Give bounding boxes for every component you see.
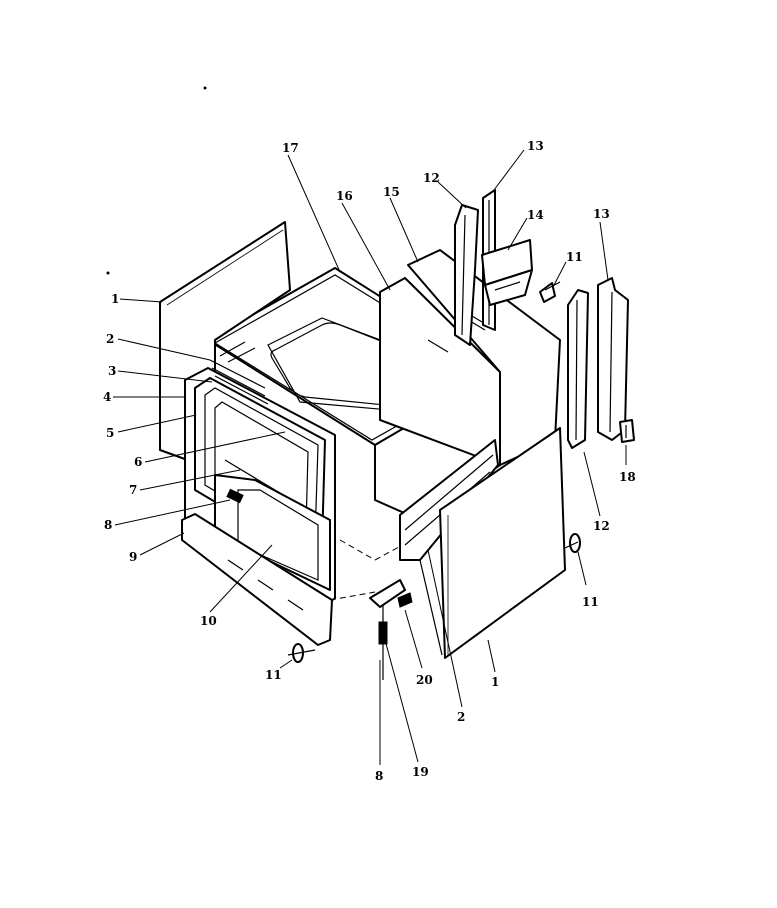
leader-11-right	[577, 551, 587, 586]
upright-edge	[461, 214, 466, 336]
callout-labels: 17 16 15 12 13 14 11 13 18 12 11 1 2 3 4…	[103, 139, 636, 783]
stray-dot	[203, 86, 207, 90]
upright-edge	[609, 291, 613, 433]
leader-9	[139, 532, 185, 556]
leader-1-right	[487, 639, 496, 673]
burner-assembly-parts-2-3	[209, 341, 269, 405]
broiler-door-part-10	[214, 474, 331, 591]
side-panel-flange	[166, 229, 284, 306]
burner-tube	[209, 359, 266, 389]
bracket-part-20	[397, 592, 413, 608]
callout-1-left: 1	[111, 292, 119, 306]
leader-13	[493, 149, 525, 191]
leader-20	[404, 609, 423, 669]
back-bracket-lower	[484, 269, 533, 306]
callout-11-rear: 11	[566, 250, 583, 264]
callout-17: 17	[282, 141, 299, 155]
leader-11-front	[279, 659, 293, 669]
callout-2: 2	[106, 332, 114, 346]
leader-17	[287, 154, 341, 273]
upright-edge	[575, 299, 578, 441]
hidden-edge	[339, 539, 376, 561]
callout-9: 9	[129, 550, 137, 564]
leader-15	[389, 197, 419, 263]
leader-10	[209, 544, 273, 613]
burner-tube	[227, 347, 256, 363]
callout-2-bottom: 2	[457, 710, 465, 724]
burner-tube	[211, 367, 266, 397]
stray-dot	[106, 271, 110, 275]
leader-12	[437, 181, 467, 209]
callout-3: 3	[108, 364, 116, 378]
callout-12-top: 12	[423, 171, 440, 185]
callout-1-right: 1	[491, 675, 499, 689]
rail-edge	[404, 454, 494, 531]
callout-11-front: 11	[265, 668, 282, 682]
kick-panel-slot	[227, 559, 244, 571]
clip-part-18	[619, 419, 635, 443]
callout-7: 7	[129, 483, 137, 497]
callout-15: 15	[383, 185, 400, 199]
bracket-slot	[494, 281, 521, 291]
leader-11-rear	[552, 261, 567, 288]
corner-bracket	[369, 579, 406, 608]
leader-6	[144, 431, 286, 463]
leveling-leg-part-11-right	[564, 533, 581, 553]
leveler-part-19	[378, 621, 388, 645]
burner-tube	[219, 341, 246, 357]
rear-upright-part-12	[454, 204, 479, 346]
leader-16	[341, 202, 391, 291]
leader-19	[384, 639, 419, 763]
callout-13-right: 13	[593, 207, 610, 221]
door-hinge-part-8	[226, 488, 244, 504]
leader-14	[507, 217, 528, 251]
broiler-door-inset	[237, 489, 319, 581]
callout-8-left: 8	[104, 518, 112, 532]
leader-12-right	[583, 451, 601, 517]
leader-lines	[113, 149, 627, 765]
leader-2	[117, 338, 211, 361]
leader-2-bottom	[427, 549, 463, 708]
leader-1-left	[119, 298, 163, 303]
callout-6: 6	[134, 455, 142, 469]
side-upright-part-12	[567, 289, 589, 449]
right-side-panel-1	[439, 427, 566, 659]
leader-7	[139, 469, 241, 491]
callout-16: 16	[336, 189, 353, 203]
leader-8-left	[114, 499, 231, 526]
leader-3	[117, 370, 213, 383]
leg-stem	[564, 541, 579, 549]
leader-5	[117, 414, 197, 433]
rear-panel-slot	[427, 339, 449, 353]
leg-stem	[544, 281, 561, 291]
callout-14: 14	[527, 208, 544, 222]
callout-11-right: 11	[582, 595, 599, 609]
callout-12-right: 12	[593, 519, 610, 533]
kick-panel-slot	[257, 579, 274, 591]
callout-19: 19	[412, 765, 429, 779]
callout-20: 20	[416, 673, 433, 687]
callout-10: 10	[200, 614, 217, 628]
leader-13-right	[599, 221, 609, 281]
callout-18: 18	[619, 470, 636, 484]
leveling-leg-part-11-rear	[539, 281, 561, 303]
callout-8-bottom: 8	[375, 769, 383, 783]
callout-5: 5	[106, 426, 114, 440]
callout-4: 4	[103, 390, 111, 404]
leg-stem	[287, 649, 316, 656]
hidden-edge	[329, 591, 376, 601]
lower-rail	[419, 559, 443, 656]
side-upright-part-13	[597, 277, 629, 441]
leveling-leg-part-11-front	[287, 643, 316, 663]
burner-tube	[214, 375, 269, 405]
leg-foot	[539, 282, 556, 303]
kick-panel-part-9	[181, 513, 333, 646]
kick-panel-slot	[287, 599, 304, 611]
callout-13-top: 13	[527, 139, 544, 153]
